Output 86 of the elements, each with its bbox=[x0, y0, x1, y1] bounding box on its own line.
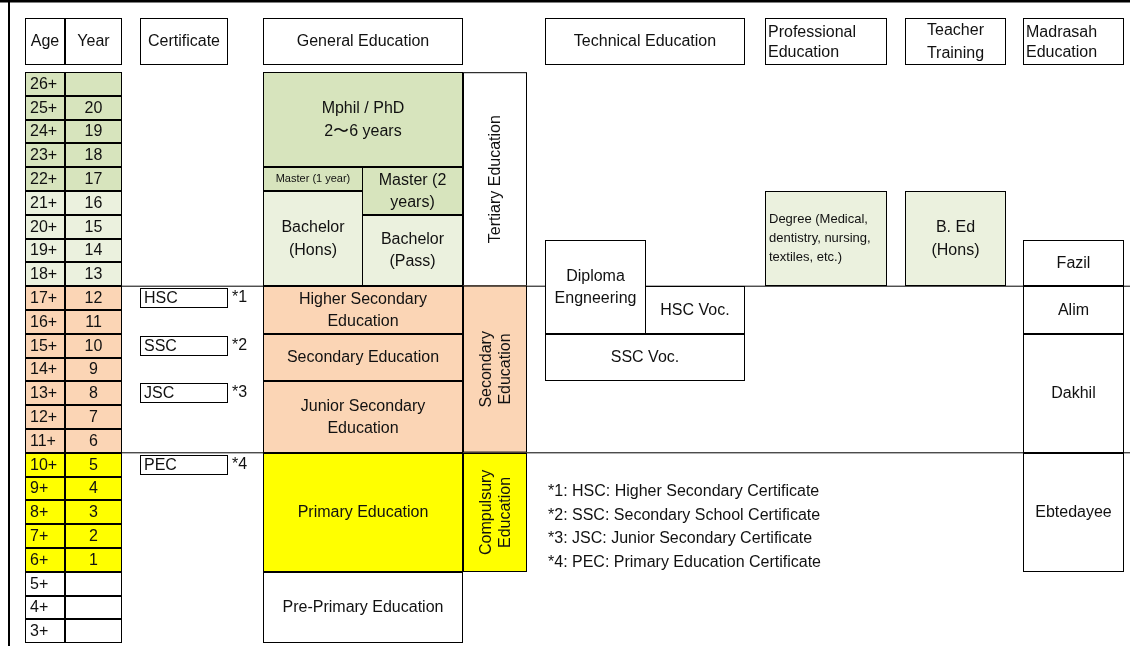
year-cell: 8 bbox=[65, 381, 122, 406]
age-cell: 11+ bbox=[25, 429, 65, 453]
level-box: Primary Education bbox=[263, 452, 463, 572]
certificate-box: PEC bbox=[140, 454, 228, 475]
stage-band: Secondary Education bbox=[463, 286, 527, 453]
level-box: Ebtedayee bbox=[1023, 452, 1124, 572]
year-cell: 16 bbox=[65, 191, 122, 215]
certificate-box: HSC bbox=[140, 288, 228, 309]
footnote-text: *4: PEC: Primary Education Certificate bbox=[548, 552, 821, 571]
column-header: Professional Education bbox=[765, 18, 887, 65]
level-box: HSC Voc. bbox=[645, 286, 745, 334]
age-cell: 23+ bbox=[25, 143, 65, 168]
footnote-mark: *1 bbox=[232, 288, 248, 307]
level-box: Bachelor (Pass) bbox=[362, 214, 463, 287]
column-header: Teacher Training bbox=[905, 18, 1006, 65]
age-cell: 24+ bbox=[25, 119, 65, 144]
age-cell: 13+ bbox=[25, 381, 65, 406]
column-header: Madrasah Education bbox=[1023, 18, 1124, 65]
level-box: Master (1 year) bbox=[263, 167, 363, 191]
age-cell: 21+ bbox=[25, 191, 65, 215]
year-cell: 2 bbox=[65, 524, 122, 548]
footnote-mark: *3 bbox=[232, 383, 248, 402]
level-box: Master (2 years) bbox=[362, 167, 463, 215]
level-box: Bachelor (Hons) bbox=[263, 191, 363, 287]
year-cell: 4 bbox=[65, 476, 122, 501]
level-box: Pre-Primary Education bbox=[263, 571, 463, 644]
year-cell: 15 bbox=[65, 214, 122, 239]
age-cell: 3+ bbox=[25, 619, 65, 644]
year-cell: 3 bbox=[65, 500, 122, 525]
footnote-text: *2: SSC: Secondary School Certificate bbox=[548, 505, 821, 524]
year-cell: 10 bbox=[65, 333, 122, 358]
age-cell: 22+ bbox=[25, 167, 65, 191]
year-cell: 14 bbox=[65, 238, 122, 263]
column-header: General Education bbox=[263, 18, 463, 65]
column-header: Age bbox=[25, 18, 65, 65]
footnote-mark: *4 bbox=[232, 454, 248, 473]
year-cell: 5 bbox=[65, 452, 122, 477]
stage-band: Tertiary Education bbox=[463, 72, 527, 287]
age-cell: 18+ bbox=[25, 262, 65, 287]
level-box: Diploma Engneering bbox=[545, 240, 646, 334]
age-cell: 8+ bbox=[25, 500, 65, 525]
column-header: Year bbox=[65, 18, 122, 65]
certificate-box: SSC bbox=[140, 335, 228, 356]
level-box: Alim bbox=[1023, 286, 1124, 334]
level-box: Degree (Medical, dentistry, nursing, textiles, etc.) bbox=[765, 191, 887, 287]
column-header: Certificate bbox=[140, 18, 228, 65]
level-box: Mphil / PhD 2〜6 years bbox=[263, 72, 463, 168]
level-box: Junior Secondary Education bbox=[263, 381, 463, 453]
year-cell: 11 bbox=[65, 310, 122, 334]
age-cell: 16+ bbox=[25, 310, 65, 334]
age-cell: 12+ bbox=[25, 405, 65, 429]
age-cell: 20+ bbox=[25, 214, 65, 239]
age-cell: 26+ bbox=[25, 72, 65, 96]
year-cell: 1 bbox=[65, 548, 122, 572]
footnote-text: *3: JSC: Junior Secondary Certificate bbox=[548, 529, 813, 547]
age-cell: 9+ bbox=[25, 476, 65, 501]
level-box: Higher Secondary Education bbox=[263, 286, 463, 334]
age-cell: 6+ bbox=[25, 548, 65, 572]
year-cell: 6 bbox=[65, 429, 122, 453]
age-cell: 7+ bbox=[25, 524, 65, 548]
age-cell: 4+ bbox=[25, 595, 65, 620]
year-cell: 12 bbox=[65, 286, 122, 310]
column-header: Technical Education bbox=[545, 18, 745, 65]
level-box: B. Ed (Hons) bbox=[905, 191, 1006, 287]
level-box: Secondary Education bbox=[263, 333, 463, 382]
footnote-mark: *2 bbox=[232, 335, 248, 354]
age-cell: 10+ bbox=[25, 452, 65, 477]
age-cell: 17+ bbox=[25, 286, 65, 310]
level-box: Fazil bbox=[1023, 240, 1124, 287]
year-cell: 9 bbox=[65, 357, 122, 382]
age-cell: 25+ bbox=[25, 95, 65, 120]
footnote-text: *1: HSC: Higher Secondary Certificate bbox=[548, 482, 820, 500]
year-cell: 13 bbox=[65, 262, 122, 287]
age-cell: 15+ bbox=[25, 333, 65, 358]
age-cell: 5+ bbox=[25, 571, 65, 596]
level-box: SSC Voc. bbox=[545, 333, 745, 382]
age-cell: 19+ bbox=[25, 238, 65, 263]
year-cell: 17 bbox=[65, 167, 122, 191]
year-cell: 20 bbox=[65, 95, 122, 120]
age-cell: 14+ bbox=[25, 357, 65, 382]
stage-band: Compulsury Education bbox=[463, 452, 527, 572]
certificate-box: JSC bbox=[140, 383, 228, 404]
year-cell: 18 bbox=[65, 143, 122, 168]
year-cell: 7 bbox=[65, 405, 122, 429]
year-cell: 19 bbox=[65, 119, 122, 144]
level-box: Dakhil bbox=[1023, 333, 1124, 453]
